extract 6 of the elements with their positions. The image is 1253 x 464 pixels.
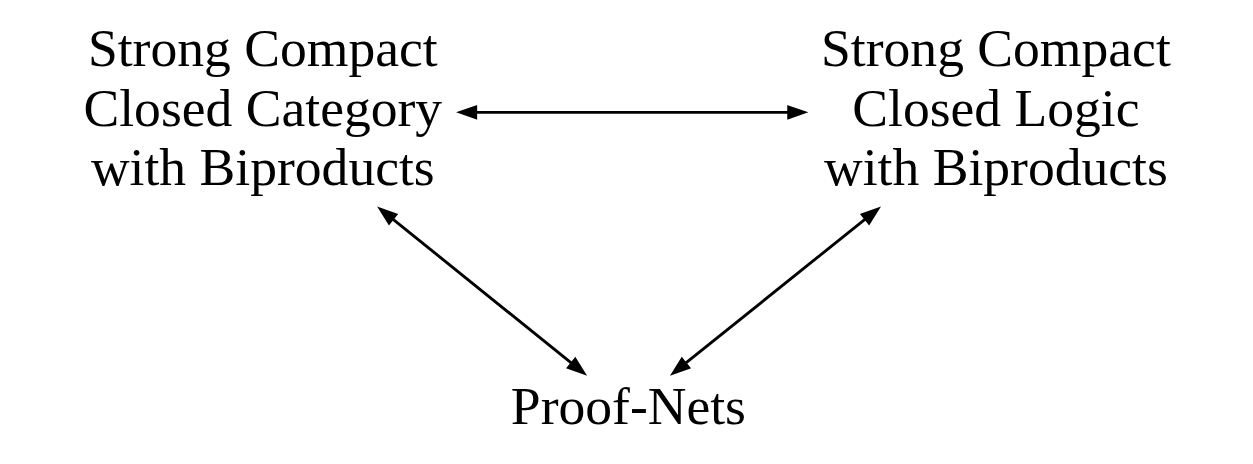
node-text: Strong Compact Closed Category with Biproducts <box>83 18 443 197</box>
arrow <box>377 206 588 376</box>
arrow <box>669 206 881 376</box>
arrow <box>456 105 809 120</box>
node-text: Proof-Nets <box>510 376 746 437</box>
node-text: Strong Compact Closed Logic with Biproducts <box>821 18 1171 197</box>
